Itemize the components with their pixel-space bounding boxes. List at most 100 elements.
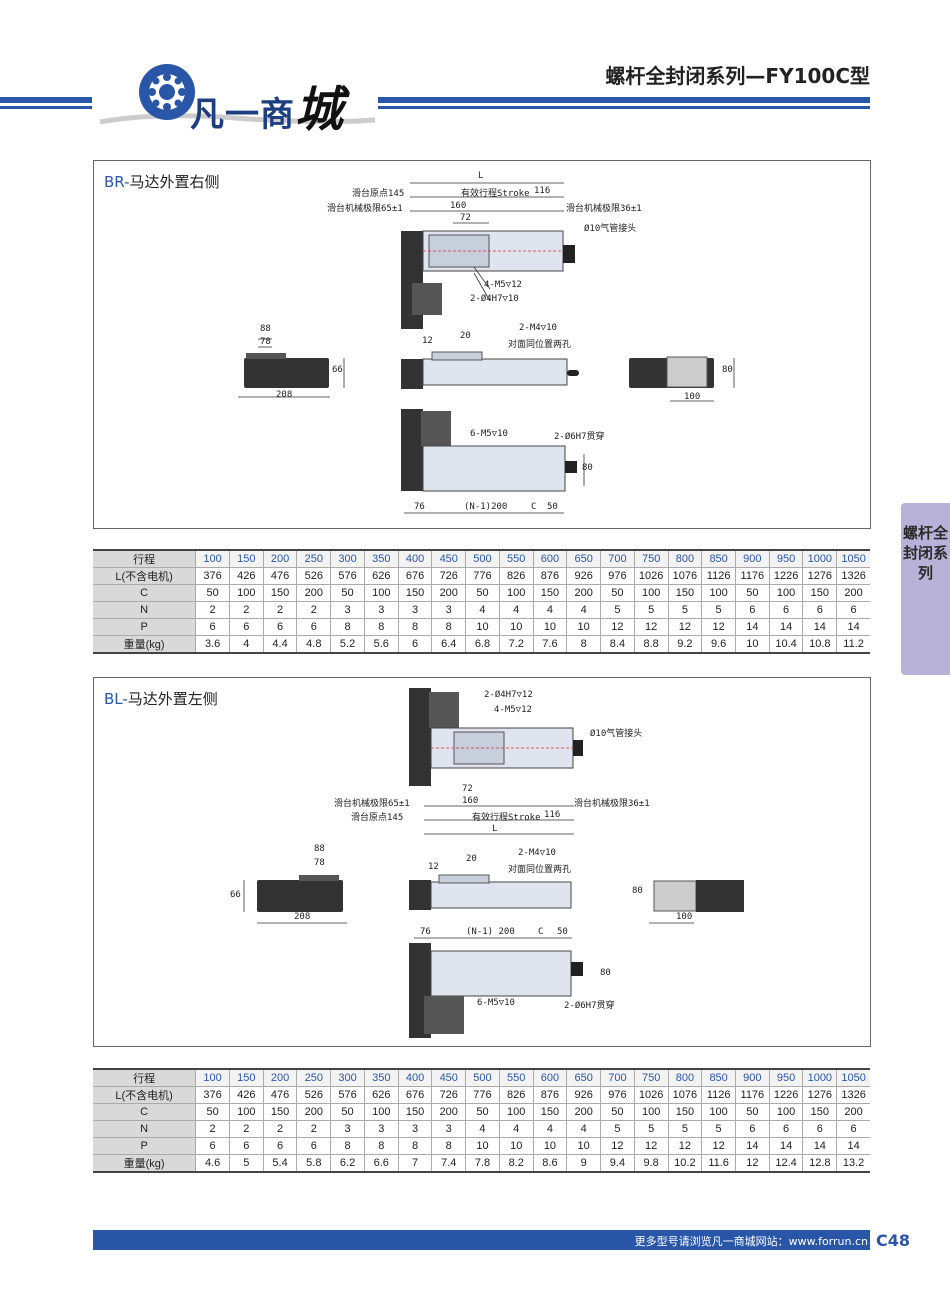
bl-drawing [243,688,744,1038]
table-cell: 8.4 [600,635,635,654]
table-cell: 876 [533,1086,568,1104]
table-cell: 826 [499,1086,534,1104]
table-cell: 200 [263,1068,298,1087]
table-cell: 200 [431,584,467,602]
table-cell: 726 [431,1086,467,1104]
table-cell: 6 [229,1137,264,1155]
table-cell: 750 [634,549,669,568]
table-cell: 876 [533,567,568,585]
table-cell: 1176 [735,1086,770,1104]
table-cell: 13.2 [836,1154,870,1173]
table-cell: 6 [769,601,804,619]
table-cell: 1000 [802,549,838,568]
dim-label: 20 [460,331,471,341]
table-cell: 8 [364,1137,399,1155]
row-header: 重量(kg) [93,635,197,654]
table-cell: 300 [330,1068,365,1087]
table-cell: 350 [364,1068,399,1087]
table-cell: 726 [431,567,467,585]
table-cell: 576 [330,1086,365,1104]
table-cell: 5.6 [364,635,399,654]
table-cell: 12 [668,1137,703,1155]
table-cell: 50 [735,1103,770,1121]
dim-label: 100 [684,392,701,402]
table-cell: 5.4 [263,1154,298,1173]
table-cell: 500 [465,1068,500,1087]
table-cell: 100 [769,584,804,602]
table-cell: 50 [600,584,635,602]
table-cell: 100 [634,1103,669,1121]
dim-label: Ø10气管接头 [584,224,637,234]
table-cell: 1126 [701,567,736,585]
table-cell: 3 [431,1120,467,1138]
table-cell: 3 [398,601,433,619]
table-cell: 750 [634,1068,669,1087]
table-cell: 10 [499,1137,534,1155]
dim-label: 12 [428,862,439,872]
table-cell: 200 [836,1103,870,1121]
header-bar [378,97,870,103]
dim-label: 2-M4▽10 [518,848,556,858]
table-cell: 8.8 [634,635,669,654]
table-cell: 526 [296,1086,332,1104]
table-cell: 7.8 [465,1154,500,1173]
table-cell: 1076 [668,567,703,585]
dim-label: 12 [422,336,433,346]
table-cell: 5 [600,601,635,619]
table-cell: 6.6 [364,1154,399,1173]
table-cell: 200 [263,549,298,568]
table-cell: 11.6 [701,1154,736,1173]
row-header: N [93,601,197,619]
table-cell: 7.4 [431,1154,467,1173]
table-cell: 250 [296,549,332,568]
table-cell: 626 [364,567,399,585]
table-cell: 50 [195,584,230,602]
table-cell: 1026 [634,1086,669,1104]
table-cell: 850 [701,549,736,568]
table-cell: 150 [263,1103,298,1121]
table-cell: 6 [195,618,230,636]
table-cell: 6 [836,601,870,619]
table-cell: 12 [600,618,635,636]
dim-label: 50 [557,927,568,937]
table-cell: 826 [499,567,534,585]
table-cell: 700 [600,1068,635,1087]
table-cell: 10 [566,618,602,636]
dim-label: 20 [466,854,477,864]
dim-label: 160 [462,796,479,806]
table-cell: 376 [195,1086,230,1104]
dim-label: 208 [276,390,293,400]
table-cell: 150 [668,1103,703,1121]
table-cell: 8 [566,635,602,654]
table-cell: 10 [499,618,534,636]
dim-label: 滑台机械极限36±1 [566,204,642,214]
table-cell: 150 [263,584,298,602]
table-cell: 100 [364,1103,399,1121]
table-cell: 4 [533,1120,568,1138]
table-cell: 376 [195,567,230,585]
table-cell: 1050 [836,549,870,568]
table-cell: 12.4 [769,1154,804,1173]
table-cell: 4 [533,601,568,619]
table-cell: 6 [195,1137,230,1155]
table-cell: 2 [263,601,298,619]
dim-label: 88 [260,324,271,334]
table-cell: 950 [769,549,804,568]
table-cell: 3 [364,1120,399,1138]
table-cell: 3 [330,1120,365,1138]
table-cell: 800 [668,549,703,568]
table-cell: 12 [735,1154,770,1173]
table-cell: 11.2 [836,635,870,654]
table-cell: 2 [263,1120,298,1138]
table-cell: 6 [802,1120,838,1138]
br-drawing [238,182,735,514]
table-cell: 1126 [701,1086,736,1104]
table-cell: 4.4 [263,635,298,654]
row-header: N [93,1120,197,1138]
table-cell: 8 [398,1137,433,1155]
table-cell: 7 [398,1154,433,1173]
footer-bar [93,1230,870,1250]
table-cell: 2 [229,601,264,619]
